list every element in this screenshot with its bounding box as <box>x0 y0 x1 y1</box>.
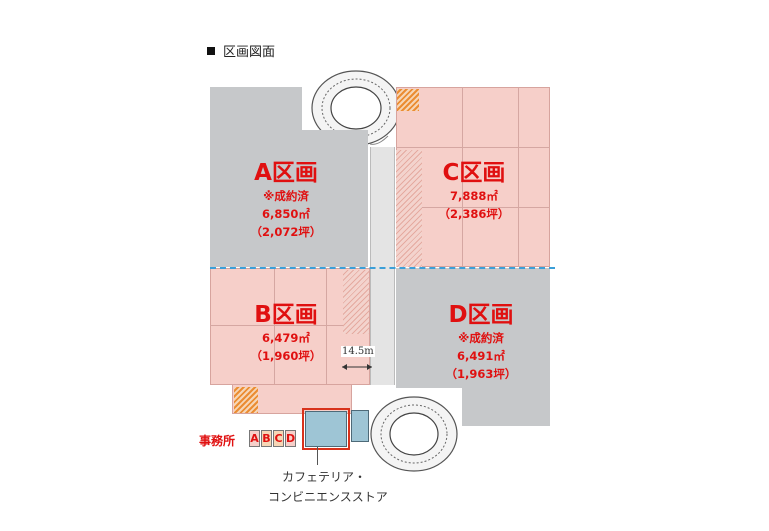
cafeteria-label-line-1: カフェテリア・ <box>282 470 367 484</box>
zone-d-area-m2: 6,491㎡ <box>457 349 505 363</box>
stair-core <box>351 410 369 442</box>
office-unit-c: C <box>273 430 284 447</box>
ramp-bottom <box>370 396 458 472</box>
cafeteria-highlight <box>302 408 350 450</box>
square-bullet-icon <box>207 47 215 55</box>
office-unit-b: B <box>261 430 272 447</box>
zone-d-status: ※成約済 <box>458 331 504 345</box>
cafeteria-label-line-2: コンビニエンスストア <box>268 490 388 504</box>
zone-a-label: A区画 ※成約済 6,850㎡ （2,072坪） <box>232 153 340 241</box>
zone-b-label: B区画 6,479㎡ （1,960坪） <box>232 295 340 365</box>
zone-a-name: A区画 <box>254 160 318 186</box>
zone-c-area-tsubo: （2,386坪） <box>438 207 510 221</box>
corridor-edge-right <box>394 147 395 385</box>
zone-b-name: B区画 <box>254 302 318 328</box>
zone-d-area-south <box>462 386 550 426</box>
zone-d-area-tsubo: （1,963坪） <box>445 367 517 381</box>
corridor-width-label: 14.5m <box>341 346 375 357</box>
zone-a-area-east <box>300 130 368 267</box>
zone-d-name: D区画 <box>448 302 514 328</box>
zone-a-area <box>210 87 302 267</box>
zone-b-orange-hatch <box>234 387 258 413</box>
zone-c-loading-hatch <box>396 150 422 267</box>
corridor-edge-left <box>370 147 371 385</box>
zone-d-label: D区画 ※成約済 6,491㎡ （1,963坪） <box>426 295 536 383</box>
cafeteria-pointer-line <box>317 447 318 465</box>
office-unit-d: D <box>285 430 296 447</box>
ramp-top <box>311 70 401 146</box>
zone-b-loading-hatch <box>343 270 369 334</box>
office-label: 事務所 <box>199 434 236 448</box>
cafeteria-label: カフェテリア・ コンビニエンスストア <box>268 467 388 507</box>
zone-c-orange-hatch <box>397 89 419 111</box>
zone-c-label: C区画 7,888㎡ （2,386坪） <box>418 153 530 223</box>
zone-b-area-tsubo: （1,960坪） <box>250 349 322 363</box>
central-corridor <box>370 147 395 385</box>
width-dimension-arrow <box>342 364 372 370</box>
office-unit-a: A <box>249 430 260 447</box>
zone-a-status: ※成約済 <box>263 189 309 203</box>
zone-b-area-m2: 6,479㎡ <box>262 331 310 345</box>
zone-c-name: C区画 <box>442 160 506 186</box>
zone-d-area <box>396 268 550 388</box>
page-heading: 区画図面 <box>207 41 275 60</box>
zone-c-area-m2: 7,888㎡ <box>450 189 498 203</box>
zone-a-area-m2: 6,850㎡ <box>262 207 310 221</box>
zone-divider-line <box>210 267 555 269</box>
zone-a-area-tsubo: （2,072坪） <box>250 225 322 239</box>
cafeteria-core <box>305 411 347 447</box>
